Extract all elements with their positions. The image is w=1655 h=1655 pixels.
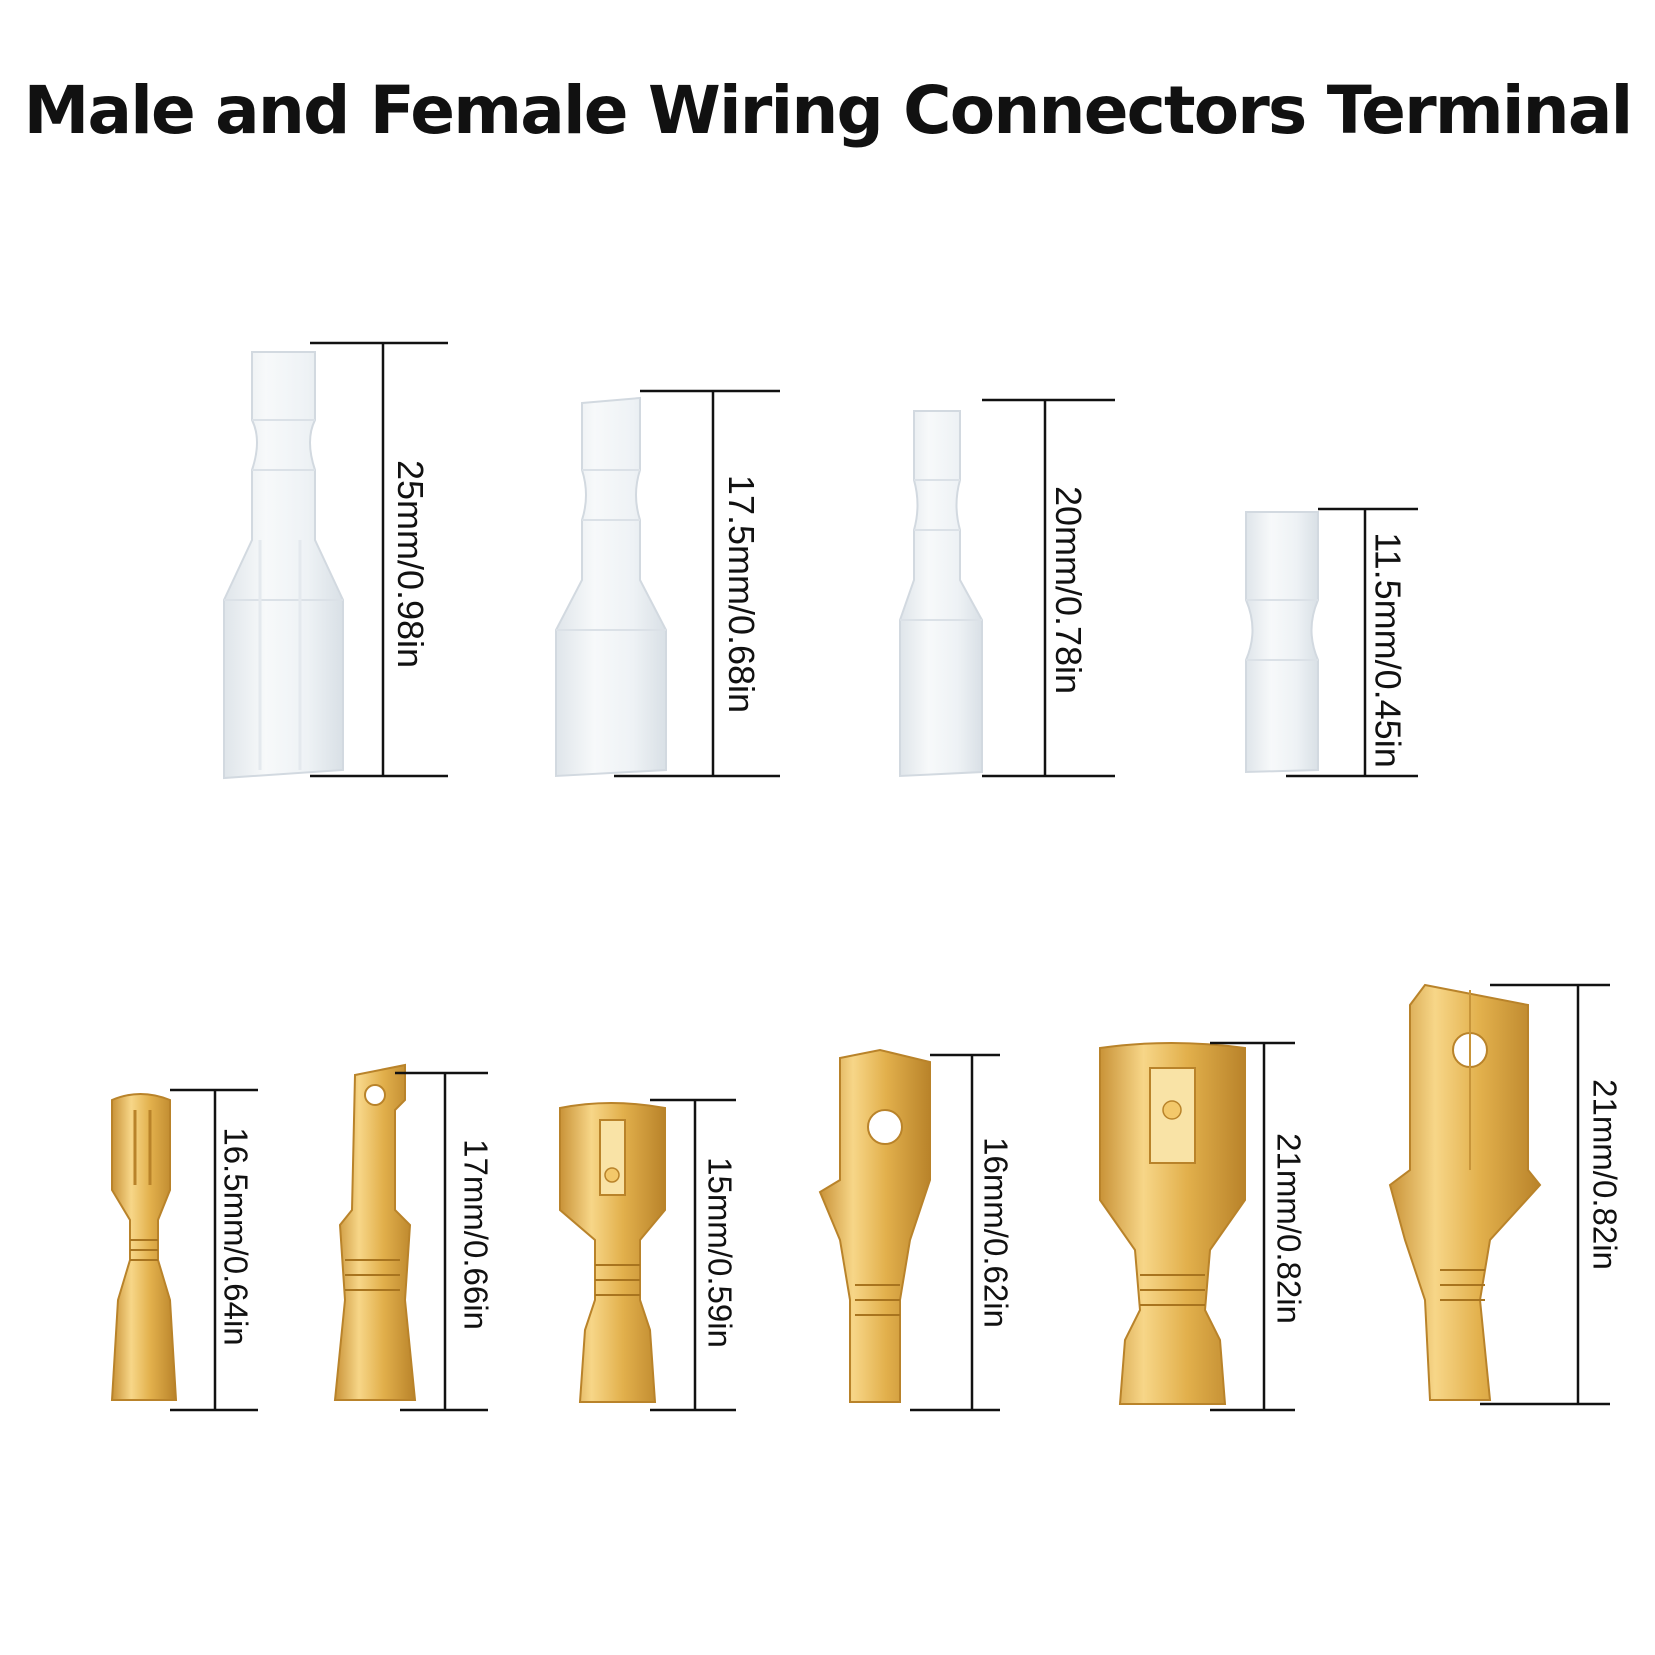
terminal-6-size-label: 21mm/0.82in	[1586, 1079, 1624, 1270]
male-terminal-6	[1388, 983, 1542, 1401]
dimension-line-terminal-6	[1480, 983, 1610, 1406]
sleeve-2-size-label: 17.5mm/0.68in	[721, 474, 762, 714]
insulating-sleeve-2	[555, 396, 667, 778]
female-terminal-5	[1099, 1042, 1246, 1405]
insulating-sleeve-1	[223, 351, 344, 780]
terminal-1-size-label: 16.5mm/0.64in	[217, 1127, 255, 1346]
dimension-line-sleeve-3	[982, 398, 1115, 778]
sleeve-3-size-label: 20mm/0.78in	[1048, 485, 1089, 695]
sleeve-1-size-label: 25mm/0.98in	[390, 459, 431, 669]
dimension-line-terminal-2	[395, 1071, 488, 1412]
dimension-line-sleeve-2	[614, 389, 780, 778]
dimension-line-sleeve-1	[310, 341, 448, 778]
terminal-4-size-label: 16mm/0.62in	[977, 1137, 1015, 1328]
terminal-2-size-label: 17mm/0.66in	[457, 1139, 495, 1330]
dimension-line-terminal-4	[910, 1053, 1000, 1412]
terminal-5-size-label: 21mm/0.82in	[1270, 1133, 1308, 1324]
male-terminal-4	[818, 1048, 931, 1403]
dimension-line-sleeve-4	[1286, 507, 1418, 778]
terminal-3-size-label: 15mm/0.59in	[701, 1157, 739, 1348]
sleeve-4-size-label: 11.5mm/0.45in	[1367, 532, 1409, 768]
dimension-line-terminal-5	[1210, 1041, 1295, 1412]
insulating-sleeve-4	[1245, 511, 1319, 774]
insulating-sleeve-3	[899, 410, 983, 778]
female-terminal-3	[559, 1102, 666, 1403]
dimension-line-terminal-3	[650, 1098, 736, 1412]
female-terminal-1	[110, 1093, 178, 1401]
male-terminal-2	[333, 1063, 417, 1401]
dimension-line-terminal-1	[170, 1088, 258, 1412]
page-title: Male and Female Wiring Connectors Termin…	[23, 72, 1634, 149]
